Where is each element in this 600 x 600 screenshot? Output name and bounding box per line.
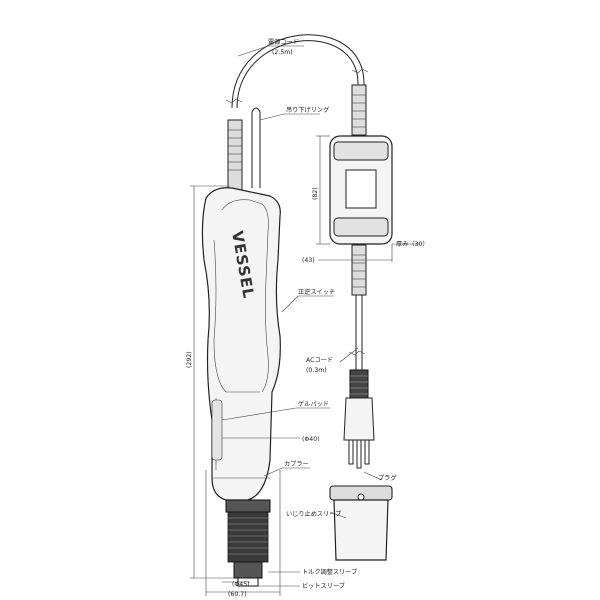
label-torque-sleeve: トルク調整スリーブ	[302, 568, 357, 576]
label-plug: プラグ	[378, 474, 397, 482]
label-ac-cord-length: (0.3m)	[306, 367, 327, 374]
label-length-292: (292)	[186, 351, 193, 368]
label-width-43: (43)	[302, 257, 315, 264]
controller-box	[329, 135, 393, 245]
label-power-cord: 電源コード	[268, 38, 299, 46]
label-power-cord-length: (2.5m)	[272, 49, 293, 56]
label-anti-twist-sleeve: いじり止めスリーブ	[286, 510, 341, 518]
label-height-82: (82)	[312, 187, 319, 200]
label-diameter-40: (Φ40)	[302, 436, 320, 443]
label-width-60: (60.7)	[228, 591, 247, 598]
label-bit-sleeve: ビットスリーブ	[302, 582, 345, 590]
label-hanging-ring: 吊り下げリング	[286, 106, 329, 114]
label-ac-cord: ACコード	[306, 357, 333, 364]
label-coupler: カプラー	[284, 461, 309, 468]
torque-sleeve	[225, 499, 271, 587]
label-diameter-45: (Φ45)	[232, 581, 250, 588]
hanging-ring	[251, 107, 261, 188]
ac-strain-relief	[351, 244, 367, 296]
label-thickness: 厚み（30）	[396, 241, 429, 248]
controller-strain-relief	[351, 84, 367, 136]
screwdriver-body	[201, 187, 281, 501]
anti-twist-sleeve	[329, 485, 393, 561]
label-gel-pad: ゲルパッド	[298, 400, 329, 408]
cord-strain-relief	[227, 119, 243, 191]
label-forward-reverse-switch: 正逆スイッチ	[298, 288, 335, 296]
power-cord	[231, 34, 365, 109]
ac-plug	[343, 369, 375, 469]
